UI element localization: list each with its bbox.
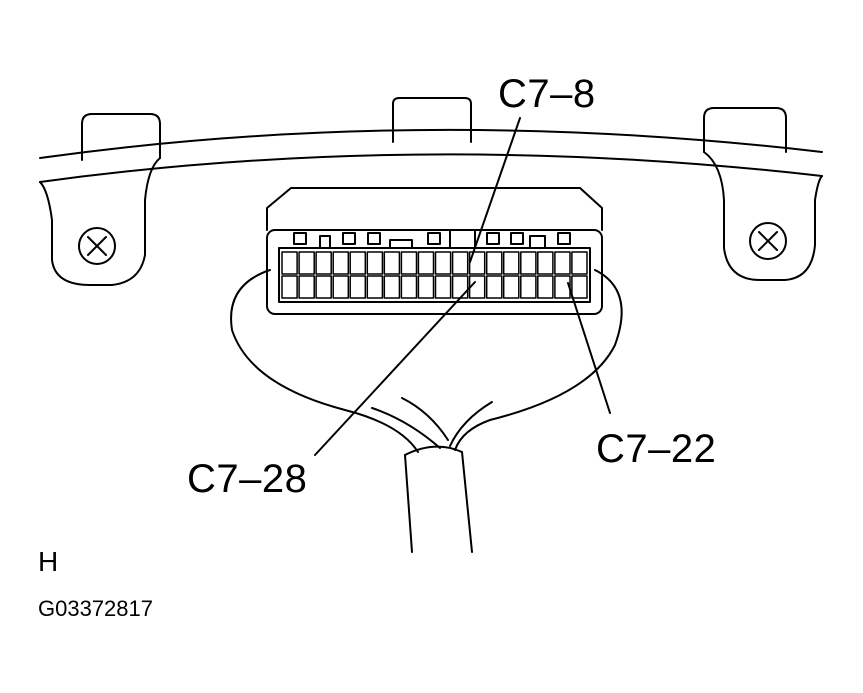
pin-cavity [504, 252, 519, 274]
pin-cavity [384, 252, 399, 274]
pin-cavity [401, 276, 416, 298]
pin-cavity [538, 276, 553, 298]
leader-line-c7-8 [470, 118, 520, 262]
pin-cavity [401, 252, 416, 274]
pin-cavity [521, 252, 536, 274]
pin-cavity [418, 252, 433, 274]
connector-body [267, 188, 602, 314]
pin-cavity [453, 276, 468, 298]
pin-cavity [299, 276, 314, 298]
screw-right-icon [750, 223, 786, 259]
pin-cavity [572, 252, 587, 274]
pin-cavity [282, 276, 297, 298]
leader-line-c7-22 [568, 283, 610, 413]
pin-cavity [555, 276, 570, 298]
pin-cavity [333, 276, 348, 298]
pin-cavity [350, 252, 365, 274]
callout-c7-28: C7–28 [187, 457, 308, 501]
pin-cavity [350, 276, 365, 298]
pin-cavity [453, 252, 468, 274]
mounting-bracket [40, 98, 822, 285]
pin-cavity [367, 252, 382, 274]
callout-c7-8: C7–8 [498, 72, 596, 116]
figure-code: G03372817 [38, 596, 153, 621]
pin-cavity [538, 252, 553, 274]
pin-cavity [436, 276, 451, 298]
pin-cavity [418, 276, 433, 298]
pin-cavity [282, 252, 297, 274]
pin-cavity [299, 252, 314, 274]
pin-cavity [521, 276, 536, 298]
pin-cavity [487, 252, 502, 274]
pin-cavity [470, 252, 485, 274]
pin-cavity [572, 276, 587, 298]
pin-cavity [367, 276, 382, 298]
pin-cavity [333, 252, 348, 274]
pin-cavity [470, 276, 485, 298]
connector-pin-grid [282, 252, 587, 298]
pin-cavity [555, 252, 570, 274]
pin-cavity [487, 276, 502, 298]
pin-cavity [384, 276, 399, 298]
pin-cavity [316, 276, 331, 298]
pin-cavity [504, 276, 519, 298]
callout-c7-22: C7–22 [596, 427, 717, 471]
pin-cavity [436, 252, 451, 274]
view-letter: H [38, 546, 59, 577]
wire-harness [231, 270, 622, 552]
pin-cavity [316, 252, 331, 274]
leader-line-c7-28 [315, 282, 475, 455]
screw-left-icon [79, 228, 115, 264]
